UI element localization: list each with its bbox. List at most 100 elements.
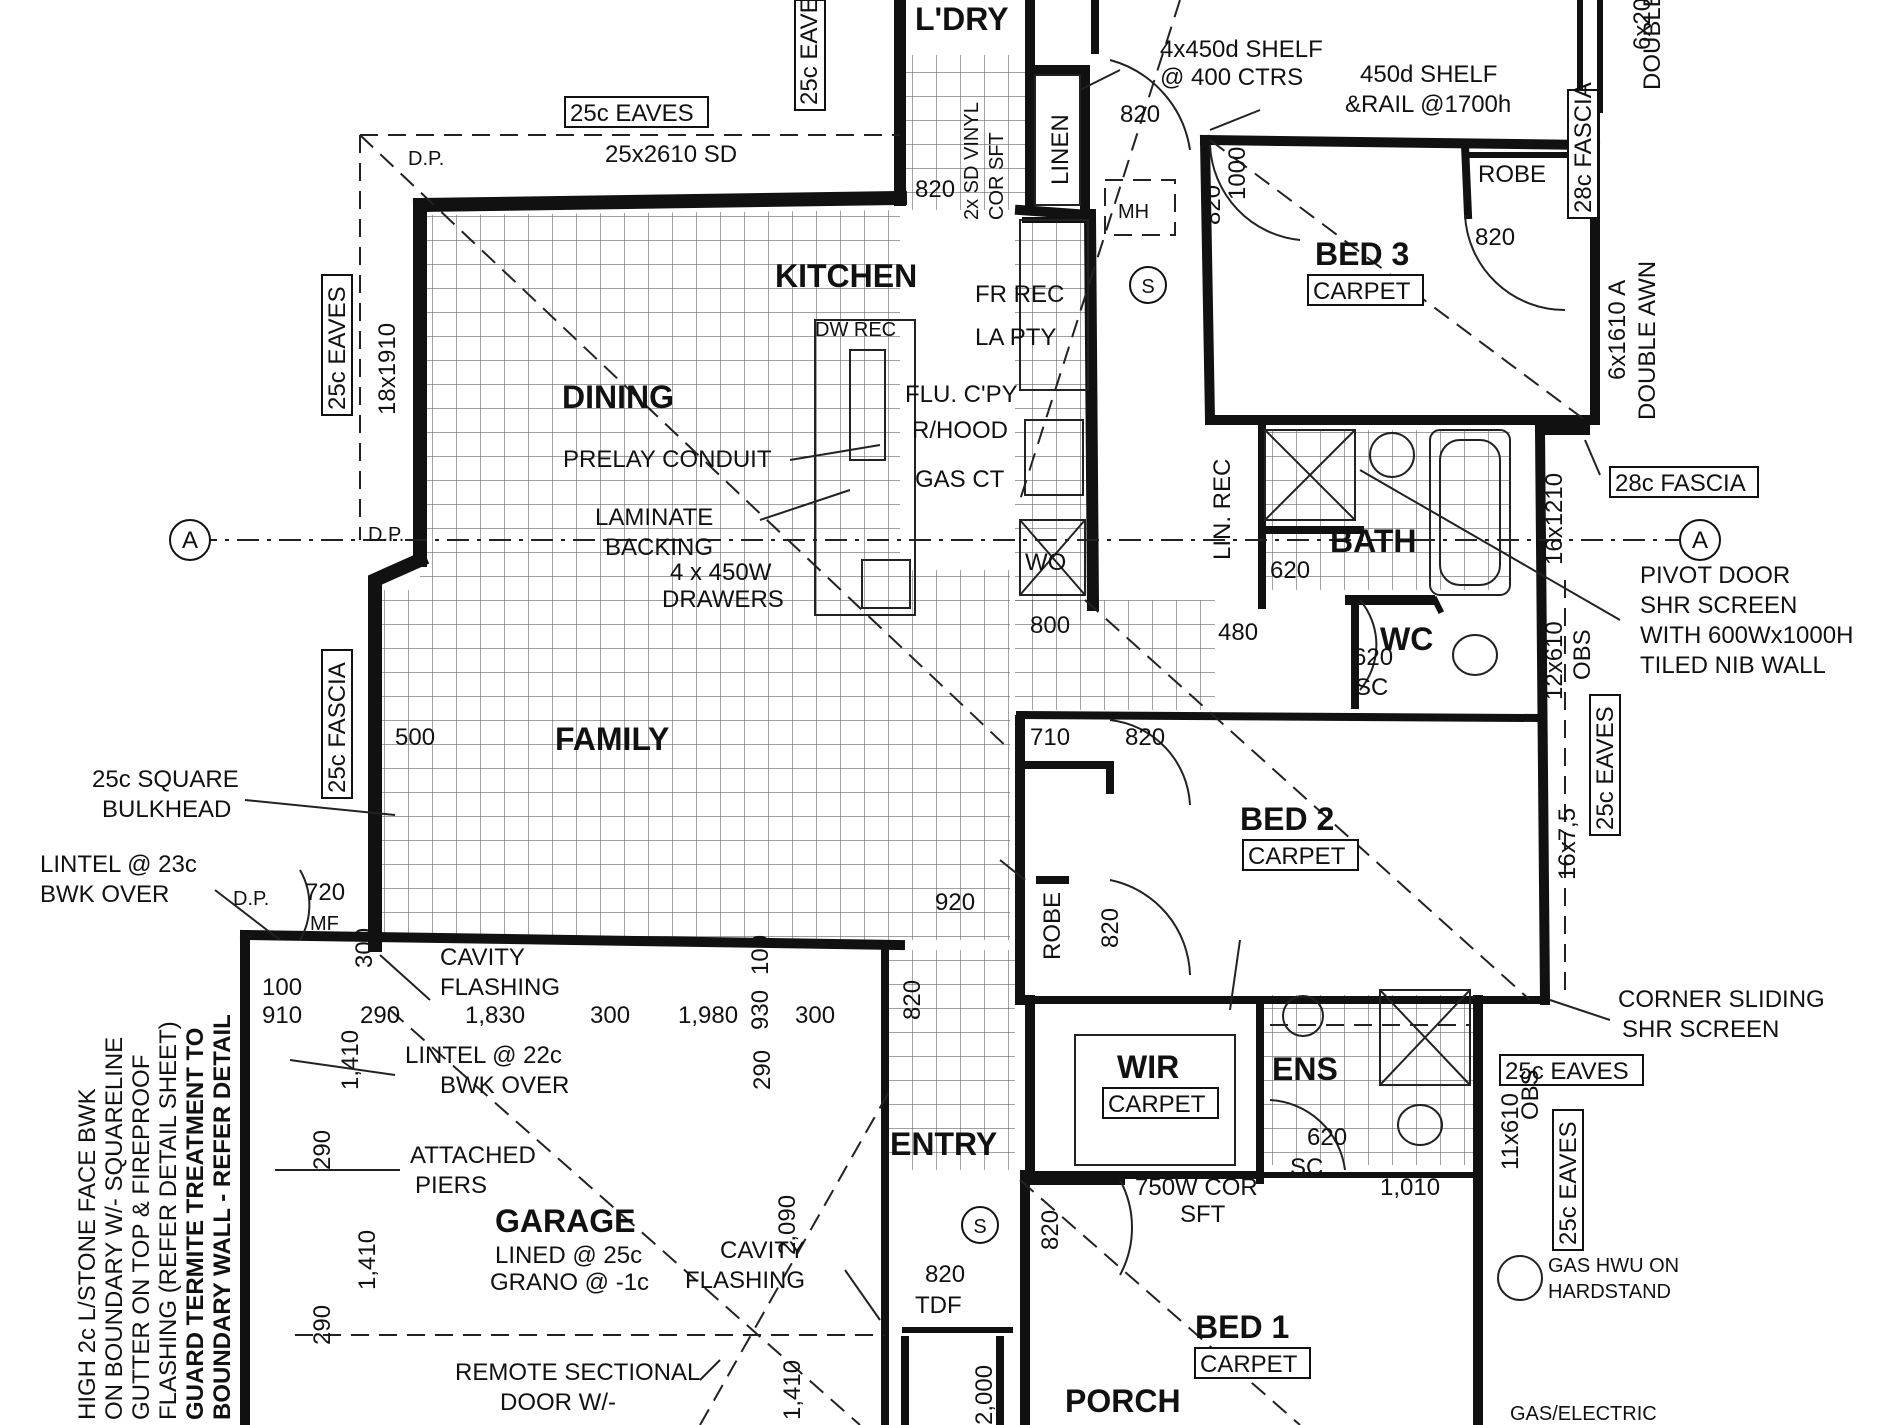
svg-text:2,000: 2,000 xyxy=(971,1365,998,1425)
drawer-unit xyxy=(861,559,911,609)
svg-text:820: 820 xyxy=(1037,1210,1064,1250)
svg-text:R/HOOD: R/HOOD xyxy=(912,417,1008,444)
svg-text:GAS HWU ON: GAS HWU ON xyxy=(1548,1255,1679,1277)
svg-text:290: 290 xyxy=(309,1305,336,1345)
svg-text:820: 820 xyxy=(1097,908,1124,948)
section-marker-right xyxy=(1679,519,1721,561)
room-bath: BATH xyxy=(1330,523,1417,559)
svg-text:820: 820 xyxy=(1475,224,1515,251)
svg-text:LINED @ 25c: LINED @ 25c xyxy=(495,1242,642,1269)
svg-text:GUTTER ON TOP & FIREPROOF: GUTTER ON TOP & FIREPROOF xyxy=(128,1055,155,1420)
svg-text:25c FASCIA: 25c FASCIA xyxy=(324,662,351,793)
roof-lines xyxy=(195,0,1700,1425)
svg-text:18x1910: 18x1910 xyxy=(374,323,401,415)
svg-text:GRANO @ -1c: GRANO @ -1c xyxy=(490,1269,649,1296)
room-wir: WIR xyxy=(1117,1049,1179,1085)
wall-oven xyxy=(1019,519,1086,596)
svg-text:500: 500 xyxy=(395,724,435,751)
svg-text:720: 720 xyxy=(305,879,345,906)
svg-text:A: A xyxy=(182,527,198,554)
svg-text:D.P.: D.P. xyxy=(368,524,404,546)
room-bed1: BED 1 xyxy=(1195,1309,1289,1345)
eaves-labels: 25c EAVES 25c EAVES 25c EAVES 25c FASCIA… xyxy=(321,0,1759,1251)
svg-text:LA PTY: LA PTY xyxy=(975,324,1056,351)
svg-text:BWK OVER: BWK OVER xyxy=(440,1072,569,1099)
room-labels: L'DRY KITCHEN DINING FAMILY BED 3 BED 2 … xyxy=(495,1,1546,1419)
robe-bed2: ROBE xyxy=(1039,892,1066,960)
svg-text:CARPET: CARPET xyxy=(1313,278,1411,305)
svg-text:290: 290 xyxy=(309,1130,336,1170)
walls xyxy=(239,0,1603,1425)
svg-text:25x2610 SD: 25x2610 SD xyxy=(605,141,737,168)
leader-lines xyxy=(214,69,1621,1381)
svg-text:25c SQUARE: 25c SQUARE xyxy=(92,766,239,793)
cooktop xyxy=(1024,419,1084,496)
svg-text:OBS: OBS xyxy=(1517,1069,1544,1120)
wc-toilet xyxy=(1452,634,1498,676)
svg-text:25c EAVES: 25c EAVES xyxy=(570,100,694,127)
svg-text:CARPET: CARPET xyxy=(1200,1351,1298,1378)
laundry-tile-area xyxy=(905,55,1025,210)
svg-text:FLU. C'PY: FLU. C'PY xyxy=(905,381,1018,408)
smoke-detector xyxy=(1129,266,1167,304)
svg-text:SHR SCREEN: SHR SCREEN xyxy=(1622,1016,1779,1043)
svg-text:25c EAVES: 25c EAVES xyxy=(796,0,823,105)
svg-text:16x7,5: 16x7,5 xyxy=(1554,808,1581,880)
svg-text:2,090: 2,090 xyxy=(774,1195,801,1255)
svg-text:PIERS: PIERS xyxy=(415,1172,487,1199)
svg-text:820: 820 xyxy=(1125,724,1165,751)
svg-text:480: 480 xyxy=(1218,619,1258,646)
bath-tile-area xyxy=(1260,430,1510,590)
svg-text:WO: WO xyxy=(1025,549,1066,576)
room-ens: ENS xyxy=(1272,1051,1338,1087)
svg-text:12x610: 12x610 xyxy=(1541,621,1568,700)
svg-text:25c EAVES: 25c EAVES xyxy=(1505,1058,1629,1085)
svg-text:6x20: 6x20 xyxy=(1629,0,1656,50)
svg-text:CARPET: CARPET xyxy=(1108,1091,1206,1118)
svg-text:MF: MF xyxy=(310,913,339,935)
sink xyxy=(849,349,886,461)
svg-text:800: 800 xyxy=(1030,612,1070,639)
finish-labels: CARPET CARPET CARPET CARPET xyxy=(1102,274,1424,1379)
room-wc: WC xyxy=(1380,621,1433,657)
svg-text:25c EAVES: 25c EAVES xyxy=(1592,706,1619,830)
svg-text:920: 920 xyxy=(935,889,975,916)
section-markers: A A S S xyxy=(169,266,1721,1244)
svg-text:4 x 450W: 4 x 450W xyxy=(670,559,772,586)
svg-text:LINTEL @ 22c: LINTEL @ 22c xyxy=(405,1042,562,1069)
dimensions: 820 820 820 1000 820 620 620 480 800 500… xyxy=(262,101,1515,1425)
room-kitchen: KITCHEN xyxy=(775,258,917,294)
svg-text:710: 710 xyxy=(1030,724,1070,751)
svg-text:A: A xyxy=(1692,527,1708,554)
svg-text:WITH 600Wx1000H: WITH 600Wx1000H xyxy=(1640,622,1853,649)
svg-text:DRAWERS: DRAWERS xyxy=(662,586,784,613)
svg-text:REMOTE SECTIONAL: REMOTE SECTIONAL xyxy=(455,1359,700,1386)
smoke-detector-entry xyxy=(961,1206,999,1244)
svg-text:1,410: 1,410 xyxy=(354,1230,381,1290)
hall2-tile-area xyxy=(1015,600,1215,710)
annotations: 4x450d SHELF @ 400 CTRS 450d SHELF &RAIL… xyxy=(40,0,1853,1425)
svg-text:300: 300 xyxy=(351,928,378,968)
svg-text:290: 290 xyxy=(749,1050,776,1090)
svg-text:@ 400 CTRS: @ 400 CTRS xyxy=(1160,64,1303,91)
svg-text:FLASHING: FLASHING xyxy=(685,1267,805,1294)
svg-text:910: 910 xyxy=(262,1002,302,1029)
svg-text:25c EAVES: 25c EAVES xyxy=(1555,1121,1582,1245)
svg-text:BOUNDARY WALL - REFER DETAIL: BOUNDARY WALL - REFER DETAIL xyxy=(209,1014,236,1420)
svg-text:ATTACHED: ATTACHED xyxy=(410,1142,536,1169)
wir-shelf xyxy=(1074,1034,1236,1166)
svg-text:820: 820 xyxy=(899,980,926,1020)
svg-text:D.P.: D.P. xyxy=(408,148,444,170)
svg-text:GAS/ELECTRIC: GAS/ELECTRIC xyxy=(1510,1403,1657,1425)
svg-text:CAVITY: CAVITY xyxy=(720,1237,805,1264)
svg-text:SC: SC xyxy=(1290,1154,1323,1181)
svg-text:820: 820 xyxy=(1120,101,1160,128)
kitchen-island xyxy=(814,319,916,616)
svg-text:GAS CT: GAS CT xyxy=(915,466,1005,493)
svg-text:1,010: 1,010 xyxy=(1380,1174,1440,1201)
svg-text:DW REC: DW REC xyxy=(815,319,896,341)
svg-text:820: 820 xyxy=(925,1261,965,1288)
ens-shower xyxy=(1379,989,1471,1086)
svg-text:BWK OVER: BWK OVER xyxy=(40,881,169,908)
entry-tile-area xyxy=(885,950,1015,1170)
